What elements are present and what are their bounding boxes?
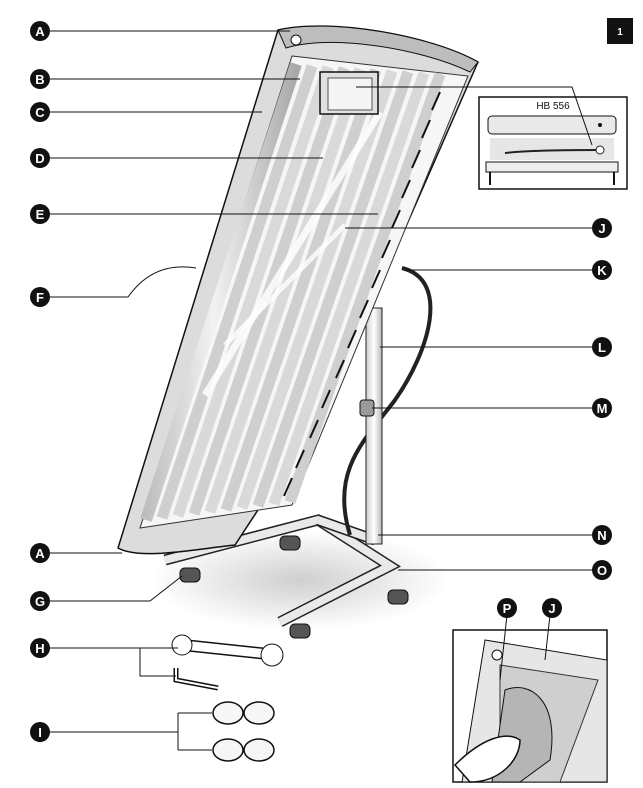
cap-knob — [290, 34, 302, 46]
svg-text:E: E — [36, 207, 45, 222]
leader-lines — [50, 30, 594, 751]
svg-text:N: N — [597, 528, 606, 543]
svg-text:J: J — [598, 221, 605, 236]
callout-A-bottom: A — [30, 543, 50, 563]
callout-P: P — [497, 598, 517, 618]
callout-L: L — [592, 337, 612, 357]
allen-key-tool — [173, 668, 219, 691]
callout-D: D — [30, 148, 50, 168]
castor-wheel — [387, 589, 409, 605]
castor-wheel — [279, 535, 301, 551]
inset-top-view: HB 556 — [478, 96, 628, 190]
callout-C: C — [30, 102, 50, 122]
callout-B: B — [30, 69, 50, 89]
svg-text:C: C — [35, 105, 45, 120]
page-number: 1 — [617, 27, 623, 38]
svg-text:O: O — [597, 563, 607, 578]
castor-wheel — [179, 567, 201, 583]
svg-text:G: G — [35, 594, 45, 609]
svg-text:M: M — [597, 401, 608, 416]
canopy — [117, 25, 479, 555]
protective-goggles — [212, 701, 275, 725]
inset-film-removal — [452, 629, 608, 783]
callout-I: I — [30, 722, 50, 742]
hand-glove — [453, 735, 521, 783]
svg-text:A: A — [35, 546, 45, 561]
callout-O: O — [592, 560, 612, 580]
svg-text:F: F — [36, 290, 44, 305]
callout-F: F — [30, 287, 50, 307]
inset-model-label: HB 556 — [536, 101, 570, 112]
svg-text:H: H — [35, 641, 44, 656]
page-number-badge: 1 — [607, 18, 633, 44]
svg-text:L: L — [598, 340, 606, 355]
reclining-person — [504, 149, 601, 154]
svg-text:P: P — [503, 601, 512, 616]
stand-pole — [359, 307, 383, 545]
svg-text:I: I — [38, 725, 42, 740]
callout-K: K — [592, 260, 612, 280]
svg-text:B: B — [35, 72, 44, 87]
callout-A-top: A — [30, 21, 50, 41]
ventilation-slots — [283, 91, 441, 497]
svg-text:A: A — [35, 24, 45, 39]
uv-tubes — [140, 62, 446, 522]
callout-G: G — [30, 591, 50, 611]
callout-J: J — [592, 218, 612, 238]
callout-M: M — [592, 398, 612, 418]
svg-text:J: J — [548, 601, 555, 616]
svg-text:D: D — [35, 151, 44, 166]
callout-E: E — [30, 204, 50, 224]
callout-H: H — [30, 638, 50, 658]
castor-wheel — [289, 623, 311, 639]
svg-text:K: K — [597, 263, 607, 278]
callout-N: N — [592, 525, 612, 545]
height-adjust-knob — [359, 399, 375, 417]
wrench-tool — [171, 634, 284, 667]
callout-J-inset: J — [542, 598, 562, 618]
protective-goggles — [212, 738, 275, 762]
